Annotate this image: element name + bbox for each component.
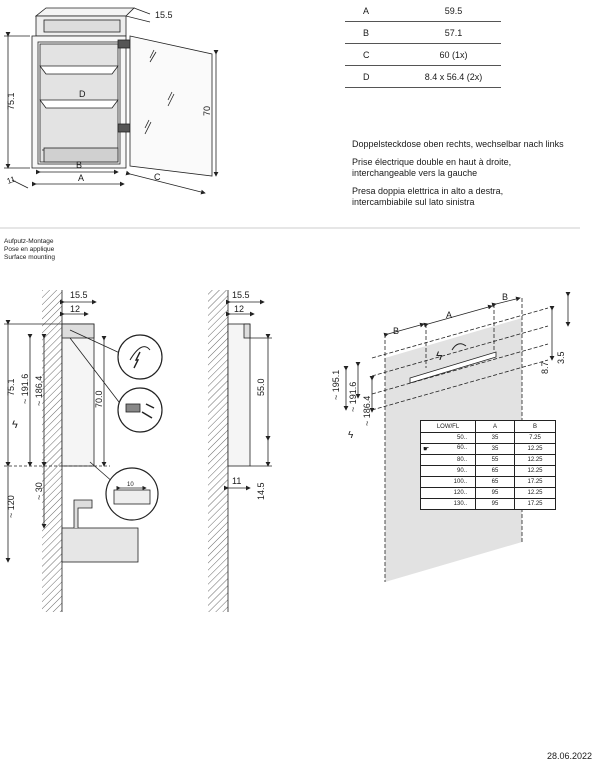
wall-label-b-left: B bbox=[393, 326, 399, 336]
wall-dim-h3: ~ 186.4 bbox=[362, 396, 372, 426]
cell: 50.. bbox=[420, 432, 476, 444]
electric-icon-wall-left: ϟ bbox=[348, 430, 354, 441]
wall-dim-r2: 3.5 bbox=[556, 351, 566, 364]
cell: 120.. bbox=[420, 487, 476, 499]
cell: ☛ 60.. bbox=[420, 443, 476, 455]
cell: 7.25 bbox=[514, 432, 556, 444]
cell: 12.25 bbox=[514, 487, 556, 499]
note-german: Doppelsteckdose oben rechts, wechselbar … bbox=[352, 139, 564, 149]
table-header-row: LOW/FL A B bbox=[420, 420, 556, 433]
cell: 35 bbox=[475, 432, 515, 444]
cell: 95 bbox=[475, 487, 515, 499]
front-dim-h1: 75.1 bbox=[6, 378, 16, 396]
label-a: A bbox=[78, 173, 84, 183]
side-dim-w: 11 bbox=[232, 476, 241, 486]
col-header: A bbox=[475, 420, 515, 433]
dim-value: 8.4 x 56.4 (2x) bbox=[406, 65, 501, 88]
dim-value: 60 (1x) bbox=[406, 43, 501, 66]
cell: 17.25 bbox=[514, 498, 556, 510]
dim-value: 59.5 bbox=[406, 0, 501, 22]
front-dim-h2: ~ 191.6 bbox=[20, 374, 30, 404]
side-dim-d1: 15.5 bbox=[232, 290, 250, 300]
cell: 12.25 bbox=[514, 465, 556, 477]
col-header: B bbox=[514, 420, 556, 433]
side-dim-h1: 55.0 bbox=[256, 378, 266, 396]
dim-key: D bbox=[345, 65, 406, 88]
cell: 95 bbox=[475, 498, 515, 510]
cell: 55 bbox=[475, 454, 515, 466]
wall-label-b-right: B bbox=[502, 292, 508, 302]
note-french-2: interchangeable vers la gauche bbox=[352, 168, 478, 178]
cell: 65 bbox=[475, 476, 515, 488]
cell-text: 60.. bbox=[456, 445, 467, 451]
dim-key: C bbox=[345, 43, 406, 66]
mount-label-fr: Pose en applique bbox=[4, 246, 55, 253]
dim-value: 57.1 bbox=[406, 21, 501, 44]
col-header: LOW/FL bbox=[420, 420, 476, 433]
cell: 130.. bbox=[420, 498, 476, 510]
detail-gap-circle bbox=[105, 467, 159, 521]
detail-gap-value: 10 bbox=[127, 482, 134, 488]
note-french-1: Prise électrique double en haut à droite… bbox=[352, 157, 512, 167]
side-section bbox=[208, 290, 272, 612]
label-b: B bbox=[76, 160, 82, 170]
side-dim-d2: 12 bbox=[234, 304, 244, 314]
label-c: C bbox=[154, 172, 161, 182]
note-italian-1: Presa doppia elettrica in alto a destra, bbox=[352, 186, 504, 196]
front-dim-h3: ~ 186.4 bbox=[34, 376, 44, 406]
dim-door-height: 70 bbox=[202, 106, 212, 116]
cell: 80.. bbox=[420, 454, 476, 466]
dim-height-top: 75.1 bbox=[6, 92, 16, 110]
detail-socket-circle bbox=[117, 334, 163, 380]
dim-depth-top: 15.5 bbox=[155, 10, 173, 20]
front-dim-d2: 12 bbox=[70, 304, 80, 314]
wall-dim-r1: 8.7 bbox=[540, 361, 550, 374]
mount-label-en: Surface mounting bbox=[4, 254, 55, 261]
front-dim-d1: 15.5 bbox=[70, 290, 88, 300]
side-dim-h2: 14.5 bbox=[256, 482, 266, 500]
front-dim-h5: ~ 120 bbox=[6, 495, 16, 518]
pointer-hand-icon: ☛ bbox=[423, 446, 430, 453]
electric-icon-left: ϟ bbox=[12, 419, 18, 431]
dim-key: B bbox=[345, 21, 406, 44]
cell: 17.25 bbox=[514, 476, 556, 488]
front-dim-h6: ~ 30 bbox=[34, 482, 44, 500]
document-date: 28.06.2022 bbox=[546, 751, 592, 761]
cell: 100.. bbox=[420, 476, 476, 488]
dim-key: A bbox=[345, 0, 406, 22]
wall-label-a: A bbox=[446, 310, 452, 320]
wall-dim-h2: ~ 191.6 bbox=[348, 382, 358, 412]
dim-frame: 11 bbox=[6, 174, 17, 185]
cell: 90.. bbox=[420, 465, 476, 477]
wall-dim-h1: ~ 195.1 bbox=[331, 370, 341, 400]
front-dim-h4: 70.0 bbox=[94, 390, 104, 408]
note-italian-2: intercambiabile sul lato sinistra bbox=[352, 197, 475, 207]
cabinet-perspective bbox=[4, 7, 219, 195]
electric-icon-wall: ϟ bbox=[436, 349, 443, 363]
mounting-labels: Aufputz-Montage Pose en applique Surface… bbox=[4, 238, 55, 262]
label-d: D bbox=[79, 89, 86, 99]
cell: 35 bbox=[475, 443, 515, 455]
cell: 12.25 bbox=[514, 454, 556, 466]
front-section bbox=[4, 290, 139, 612]
detail-bracket-circle bbox=[117, 387, 163, 433]
cell: 12.25 bbox=[514, 443, 556, 455]
mount-label-de: Aufputz-Montage bbox=[4, 238, 54, 245]
cell: 65 bbox=[475, 465, 515, 477]
